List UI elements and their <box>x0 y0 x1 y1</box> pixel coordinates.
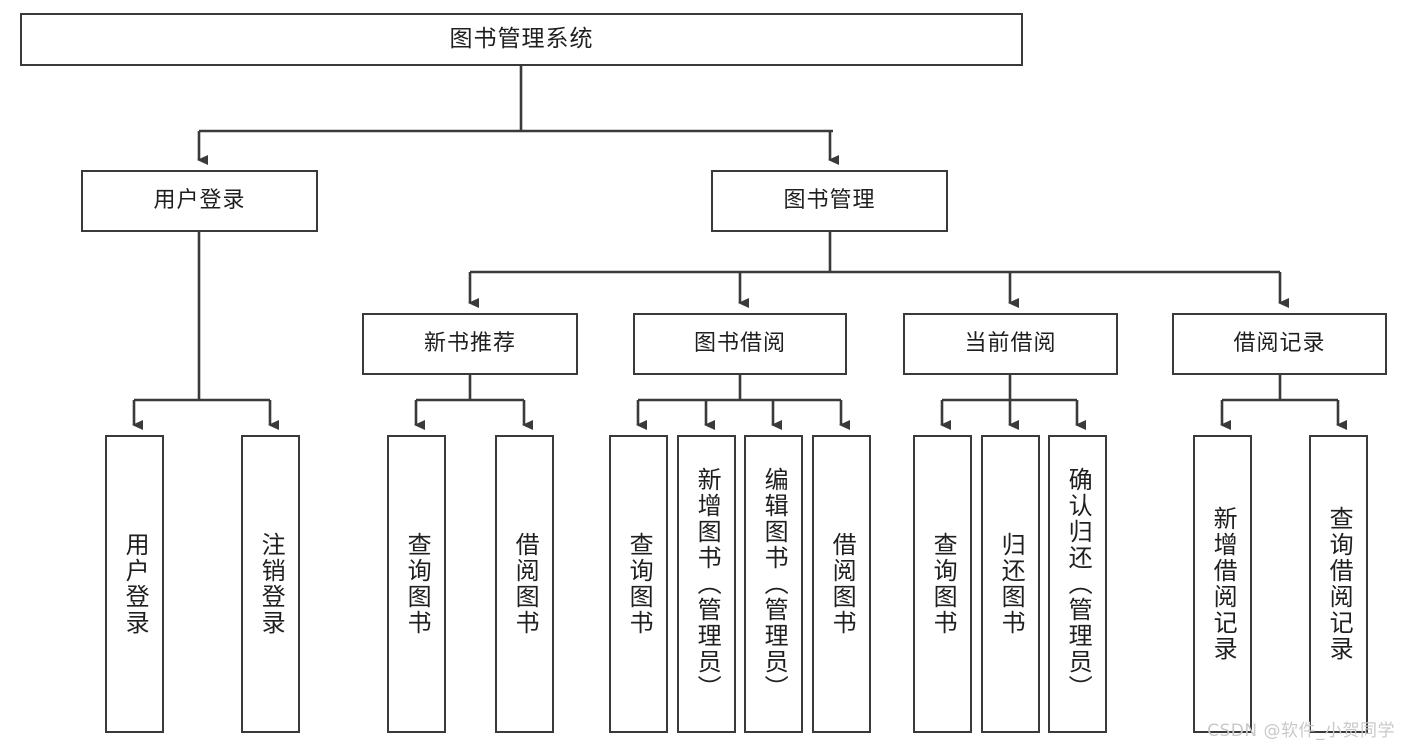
node-current-borrow[interactable]: 当前借阅 <box>903 313 1118 375</box>
node-leaf-add-book-label: 新增图书（管理员） <box>693 467 722 701</box>
node-leaf-query-record[interactable]: 查询借阅记录 <box>1309 435 1368 733</box>
node-leaf-confirm-return-label: 确认归还（管理员） <box>1064 467 1093 701</box>
node-leaf-borrow-book-2-label: 借阅图书 <box>828 532 857 636</box>
node-book-manage-label: 图书管理 <box>783 188 876 214</box>
node-leaf-logout-label: 注销登录 <box>257 532 286 636</box>
node-leaf-return-book-label: 归还图书 <box>997 532 1026 636</box>
node-new-book-rec-label: 新书推荐 <box>423 331 516 357</box>
node-current-borrow-label: 当前借阅 <box>964 331 1057 357</box>
node-leaf-edit-book-label: 编辑图书（管理员） <box>760 467 789 701</box>
node-leaf-add-book[interactable]: 新增图书（管理员） <box>677 435 736 733</box>
node-leaf-query-book-2-label: 查询图书 <box>625 532 654 636</box>
node-leaf-query-book-2[interactable]: 查询图书 <box>609 435 668 733</box>
node-leaf-confirm-return[interactable]: 确认归还（管理员） <box>1048 435 1107 733</box>
node-root[interactable]: 图书管理系统 <box>20 13 1023 66</box>
node-leaf-return-book[interactable]: 归还图书 <box>981 435 1040 733</box>
node-book-manage[interactable]: 图书管理 <box>711 170 948 232</box>
node-leaf-query-book-3-label: 查询图书 <box>929 532 958 636</box>
node-leaf-borrow-book-1[interactable]: 借阅图书 <box>495 435 554 733</box>
node-leaf-add-record-label: 新增借阅记录 <box>1209 506 1238 662</box>
node-leaf-add-record[interactable]: 新增借阅记录 <box>1193 435 1252 733</box>
node-new-book-rec[interactable]: 新书推荐 <box>362 313 578 375</box>
node-leaf-user-login[interactable]: 用户登录 <box>105 435 164 733</box>
node-leaf-borrow-book-1-label: 借阅图书 <box>511 532 540 636</box>
node-user-login[interactable]: 用户登录 <box>81 170 318 232</box>
node-leaf-logout[interactable]: 注销登录 <box>241 435 300 733</box>
node-user-login-label: 用户登录 <box>153 188 246 214</box>
node-leaf-edit-book[interactable]: 编辑图书（管理员） <box>744 435 803 733</box>
node-leaf-query-record-label: 查询借阅记录 <box>1325 506 1354 662</box>
node-leaf-user-login-label: 用户登录 <box>121 532 150 636</box>
csdn-watermark: CSDN @软件_小贺同学 <box>1207 721 1395 741</box>
node-root-label: 图书管理系统 <box>449 25 594 52</box>
node-borrow-record-label: 借阅记录 <box>1233 331 1326 357</box>
node-borrow-record[interactable]: 借阅记录 <box>1172 313 1387 375</box>
node-book-borrow-label: 图书借阅 <box>693 331 786 357</box>
node-leaf-query-book-1[interactable]: 查询图书 <box>387 435 446 733</box>
node-leaf-query-book-1-label: 查询图书 <box>403 532 432 636</box>
node-leaf-borrow-book-2[interactable]: 借阅图书 <box>812 435 871 733</box>
node-book-borrow[interactable]: 图书借阅 <box>633 313 847 375</box>
node-leaf-query-book-3[interactable]: 查询图书 <box>913 435 972 733</box>
